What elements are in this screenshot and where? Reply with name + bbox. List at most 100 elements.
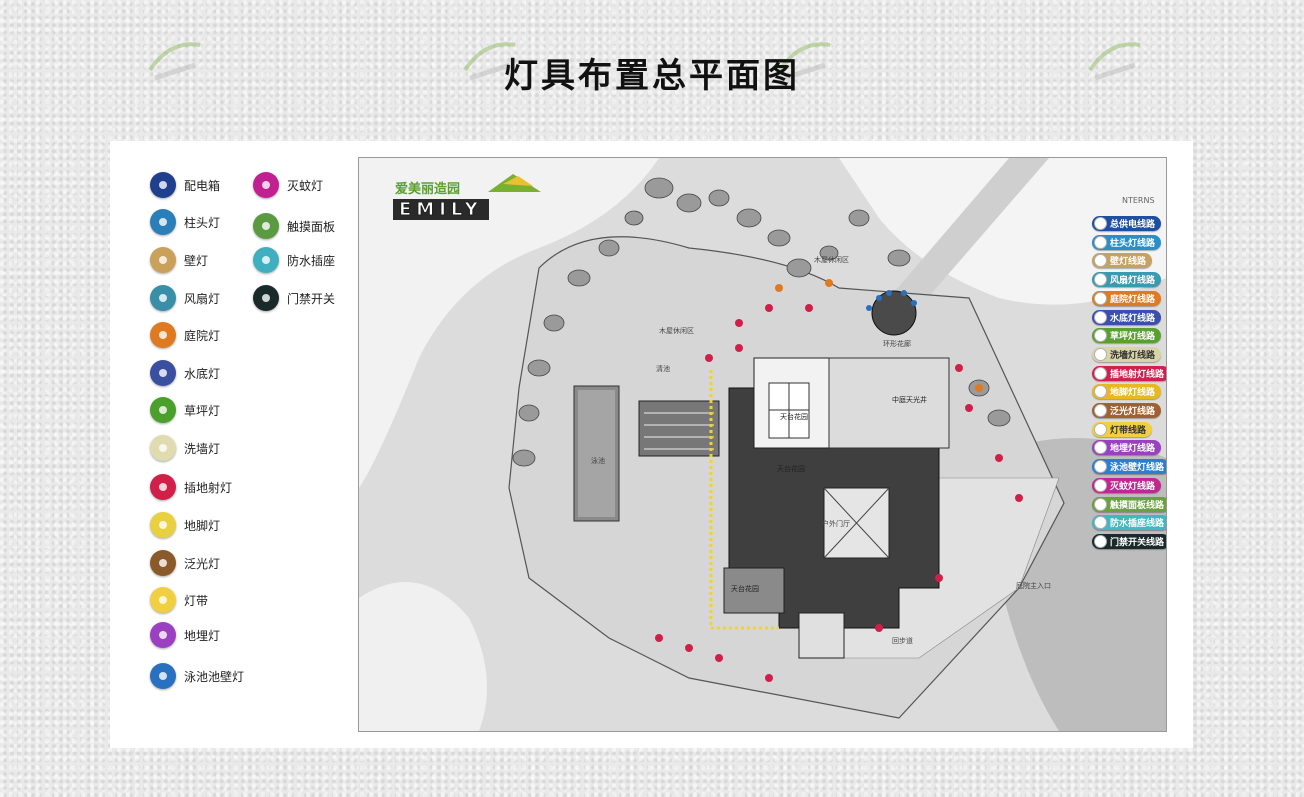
courtyard-lamp-icon bbox=[150, 322, 176, 348]
line-legend-item: 灭蚊灯线路 bbox=[1092, 477, 1162, 493]
plan-area-label: 庭院主入口 bbox=[1016, 582, 1051, 590]
touch-panel-icon bbox=[253, 213, 279, 239]
line-legend-label: 门禁开关线路 bbox=[1110, 537, 1165, 548]
line-legend-item: 庭院灯线路 bbox=[1092, 290, 1162, 306]
plan-area-label: 泳池 bbox=[591, 457, 605, 465]
line-legend-label: 泛光灯线路 bbox=[1110, 407, 1156, 417]
line-legend-swatch-icon bbox=[1094, 366, 1107, 380]
line-legend-label: 灯带线路 bbox=[1110, 425, 1147, 436]
line-legend-item: 总供电线路 bbox=[1092, 216, 1162, 231]
legend-item: 灭蚊灯 bbox=[253, 172, 323, 198]
line-legend-label: 地脚灯线路 bbox=[1110, 388, 1156, 399]
line-legend-label: 洗墙灯线路 bbox=[1110, 350, 1156, 361]
line-legend-swatch-icon bbox=[1094, 329, 1107, 343]
line-legend-swatch-icon bbox=[1094, 385, 1107, 399]
legend-label: 水底灯 bbox=[184, 366, 221, 381]
line-legend-swatch-icon bbox=[1094, 347, 1107, 361]
plan-area-label: 天台花园 bbox=[780, 413, 808, 421]
line-legend-item: 触摸面板线路 bbox=[1092, 496, 1166, 512]
underwater-lamp-icon bbox=[150, 360, 176, 386]
plan-area-label: 户外门厅 bbox=[822, 520, 850, 528]
plan-area-label: 清池 bbox=[656, 365, 670, 373]
line-legend-swatch-icon bbox=[1094, 217, 1107, 230]
brand-logo: 爱美丽造园 EMILY bbox=[393, 174, 541, 221]
line-legend-label: 泳池壁灯线路 bbox=[1110, 463, 1165, 474]
legend-label: 地脚灯 bbox=[184, 518, 221, 533]
line-legend-swatch-icon bbox=[1094, 235, 1107, 249]
line-legend-label: 灭蚊灯线路 bbox=[1110, 481, 1156, 492]
legend-item: 门禁开关 bbox=[253, 285, 335, 311]
legend-item: 灯带 bbox=[150, 587, 208, 613]
ground-spot-icon bbox=[150, 474, 176, 500]
plan-area-label: 天台花园 bbox=[777, 465, 805, 473]
legend-label: 风扇灯 bbox=[184, 291, 221, 306]
plan-header: NTERNS bbox=[1122, 196, 1155, 205]
line-legend-item: 门禁开关线路 bbox=[1092, 533, 1166, 549]
line-legend-swatch-icon bbox=[1094, 441, 1107, 455]
pillar-lamp-icon bbox=[150, 209, 176, 235]
line-legend-label: 地埋灯线路 bbox=[1110, 444, 1156, 455]
legend-item: 洗墙灯 bbox=[150, 435, 220, 461]
legend-label: 洗墙灯 bbox=[184, 441, 221, 456]
line-legend-item: 地脚灯线路 bbox=[1092, 384, 1162, 400]
line-legend-item: 地埋灯线路 bbox=[1092, 440, 1162, 456]
legend-label: 地埋灯 bbox=[184, 628, 221, 643]
line-legend-swatch-icon bbox=[1094, 291, 1107, 305]
line-legend-item: 洗墙灯线路 bbox=[1092, 346, 1162, 362]
page-title: 灯具布置总平面图 bbox=[504, 56, 800, 96]
plan-area-label: 回步道 bbox=[892, 637, 913, 645]
legend-label: 泳池池壁灯 bbox=[184, 669, 245, 684]
line-legend-item: 壁灯线路 bbox=[1092, 253, 1153, 269]
legend-item: 泳池池壁灯 bbox=[150, 663, 244, 689]
distribution-box-icon bbox=[150, 172, 176, 198]
legend-item: 风扇灯 bbox=[150, 285, 220, 311]
line-legend-item: 水底灯线路 bbox=[1092, 309, 1162, 325]
line-legend-swatch-icon bbox=[1094, 273, 1107, 287]
mosquito-lamp-icon bbox=[253, 172, 279, 198]
legend-item: 草坪灯 bbox=[150, 397, 220, 423]
legend-item: 插地射灯 bbox=[150, 474, 232, 500]
line-legend-swatch-icon bbox=[1094, 497, 1107, 511]
access-switch-icon bbox=[253, 285, 279, 311]
logo-umbrella-icon bbox=[488, 174, 541, 192]
legend-label: 泛光灯 bbox=[184, 556, 221, 571]
line-legend-label: 插地射灯线路 bbox=[1110, 369, 1165, 380]
buried-lamp-icon bbox=[150, 622, 176, 648]
line-legend-swatch-icon bbox=[1094, 534, 1107, 548]
line-legend-label: 触摸面板线路 bbox=[1110, 500, 1165, 511]
plan-area-label: 木屋休闲区 bbox=[814, 256, 849, 264]
line-legend-swatch-icon bbox=[1094, 422, 1107, 436]
line-legend-swatch-icon bbox=[1094, 516, 1107, 530]
line-legend-item: 草坪灯线路 bbox=[1092, 328, 1162, 344]
pool-wall-lamp-icon bbox=[150, 663, 176, 689]
legend-label: 柱头灯 bbox=[184, 215, 221, 230]
line-legend-label: 风扇灯线路 bbox=[1110, 276, 1156, 287]
fan-lamp-icon bbox=[150, 285, 176, 311]
line-legend-label: 庭院灯线路 bbox=[1110, 294, 1156, 305]
legend-label: 门禁开关 bbox=[287, 291, 336, 306]
watermark-logo bbox=[1088, 42, 1141, 81]
plan-area-label: 木屋休闲区 bbox=[659, 327, 694, 335]
site-plan-drawing bbox=[359, 158, 1166, 731]
line-legend-item: 柱头灯线路 bbox=[1092, 234, 1162, 250]
lawn-lamp-icon bbox=[150, 397, 176, 423]
legend-label: 灭蚊灯 bbox=[287, 178, 324, 193]
line-legend-item: 风扇灯线路 bbox=[1092, 272, 1162, 288]
legend-item: 壁灯 bbox=[150, 247, 208, 273]
plan-area-label: 天台花园 bbox=[731, 585, 759, 593]
watermark-logo bbox=[778, 42, 831, 81]
line-legend-item: 泳池壁灯线路 bbox=[1092, 459, 1166, 475]
line-legend-label: 总供电线路 bbox=[1110, 220, 1156, 230]
legend-item: 水底灯 bbox=[150, 360, 220, 386]
legend-item: 地埋灯 bbox=[150, 622, 220, 648]
brand-logo-en: EMILY bbox=[393, 199, 489, 221]
legend-label: 配电箱 bbox=[184, 178, 221, 193]
line-legend-swatch-icon bbox=[1094, 478, 1107, 492]
legend-item: 泛光灯 bbox=[150, 550, 220, 576]
line-legend-item: 泛光灯线路 bbox=[1092, 403, 1162, 418]
line-legend-label: 草坪灯线路 bbox=[1110, 332, 1156, 343]
line-legend-swatch-icon bbox=[1094, 460, 1107, 474]
line-legend-label: 防水插座线路 bbox=[1110, 519, 1165, 530]
wall-lamp-icon bbox=[150, 247, 176, 273]
site-plan: 爱美丽造园 EMILY NTERNS 总供电线路柱头灯线路壁灯线路风扇灯线路庭院… bbox=[358, 157, 1167, 732]
